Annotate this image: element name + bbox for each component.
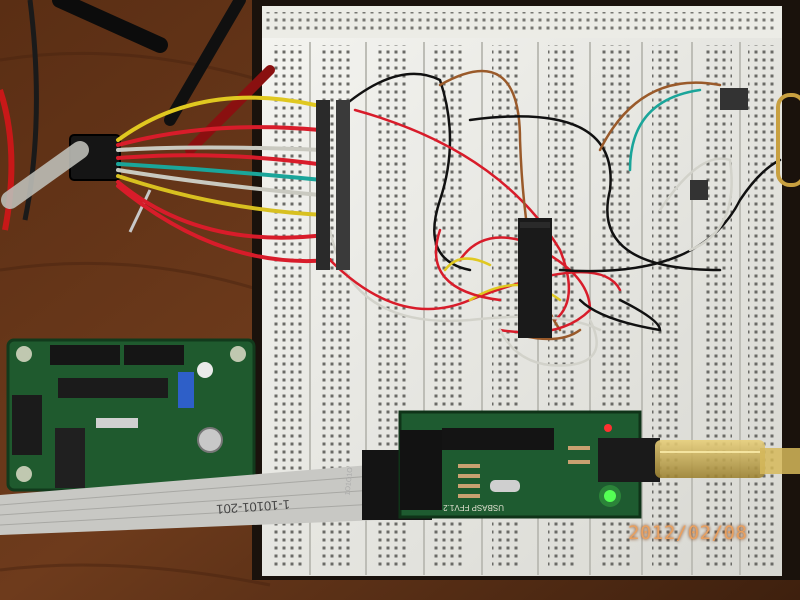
connector-label: 1O1O1O	[344, 467, 354, 496]
wire-bundle	[1, 95, 332, 264]
paper-clip	[776, 93, 800, 187]
dev-board-pcb	[6, 338, 256, 492]
header-pins	[316, 88, 748, 270]
ribbon-cable-label: 1-10101-201	[216, 497, 291, 517]
status-led-red	[604, 424, 612, 432]
photo-date-stamp: 2012/02/08	[628, 522, 748, 544]
breadboard-ic	[518, 218, 552, 338]
multimeter-probes	[0, 0, 275, 233]
status-led-green	[604, 490, 616, 502]
programmer-board-label: USBASP FFV1.2	[443, 503, 504, 512]
usbasp-programmer	[398, 410, 660, 519]
usb-cable	[655, 440, 800, 478]
